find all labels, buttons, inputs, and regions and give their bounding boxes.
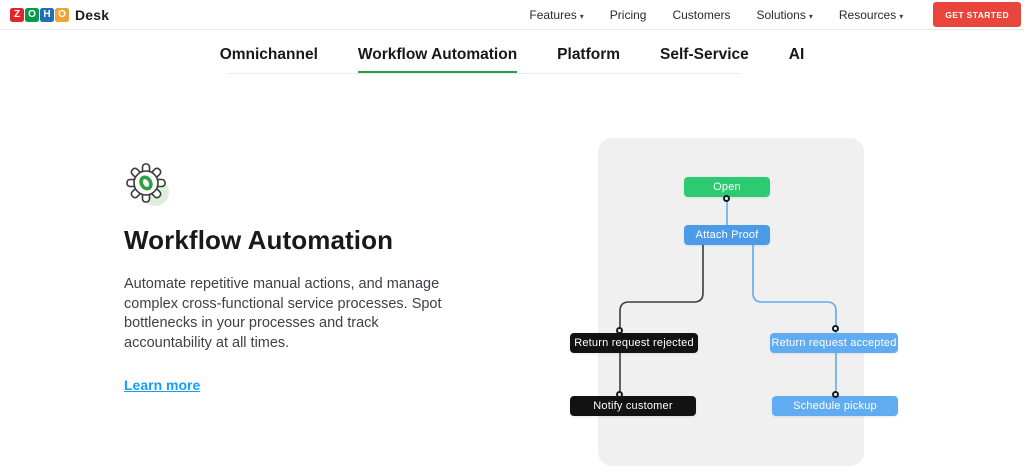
connector-dot [616,327,623,334]
chevron-down-icon: ▾ [579,11,584,21]
page-title: Workflow Automation [124,225,394,255]
flow-node-return-request-rejected[interactable]: Return request rejected [570,333,698,353]
hero-description: Automate repetitive manual actions, and … [124,276,442,351]
logo-letter: Z [10,7,24,22]
product-name: Desk [75,6,110,23]
tab-platform[interactable]: Platform [557,46,621,63]
connector-dot [616,391,623,398]
tab-workflow-automation[interactable]: Workflow Automation [357,46,518,74]
tab-omnichannel[interactable]: Omnichannel [219,46,318,63]
flow-node-attach-proof[interactable]: Attach Proof [684,225,770,245]
flow-node-open[interactable]: Open [684,177,770,197]
chevron-down-icon: ▾ [808,11,813,21]
connector-dot [832,391,839,398]
zoho-desk-logo[interactable]: Z O H O Desk [10,7,109,23]
nav-item-customers[interactable]: Customers [672,7,731,22]
get-started-button[interactable]: GET STARTED [933,2,1021,27]
gear-icon [126,163,169,206]
connector-dot [723,195,730,202]
learn-more-link[interactable]: Learn more [124,377,201,393]
chevron-down-icon: ▾ [899,11,904,21]
logo-letter: H [40,7,54,22]
flow-node-notify-customer[interactable]: Notify customer [570,396,696,416]
connector-dot [832,325,839,332]
flow-node-schedule-pickup[interactable]: Schedule pickup [772,396,898,416]
hero-content: Workflow Automation Automate repetitive … [124,160,454,395]
nav-item-resources[interactable]: Resources▾ [838,7,904,22]
feature-tabs: Omnichannel Workflow Automation Platform… [0,30,1024,78]
tab-ai[interactable]: AI [788,46,805,63]
nav-item-solutions[interactable]: Solutions▾ [756,7,813,22]
logo-letter: O [25,7,39,22]
top-header: Z O H O Desk Features▾ Pricing Customers… [0,0,1024,30]
tabstrip-divider [228,73,741,74]
top-navigation: Features▾ Pricing Customers Solutions▾ R… [529,2,1021,27]
logo-letter: O [55,7,69,22]
flow-node-return-request-accepted[interactable]: Return request accepted [770,333,898,353]
nav-item-pricing[interactable]: Pricing [609,7,647,22]
nav-item-features[interactable]: Features▾ [529,7,584,22]
zoho-logo-icon: Z O H O [10,7,69,22]
tab-self-service[interactable]: Self-Service [660,46,749,63]
